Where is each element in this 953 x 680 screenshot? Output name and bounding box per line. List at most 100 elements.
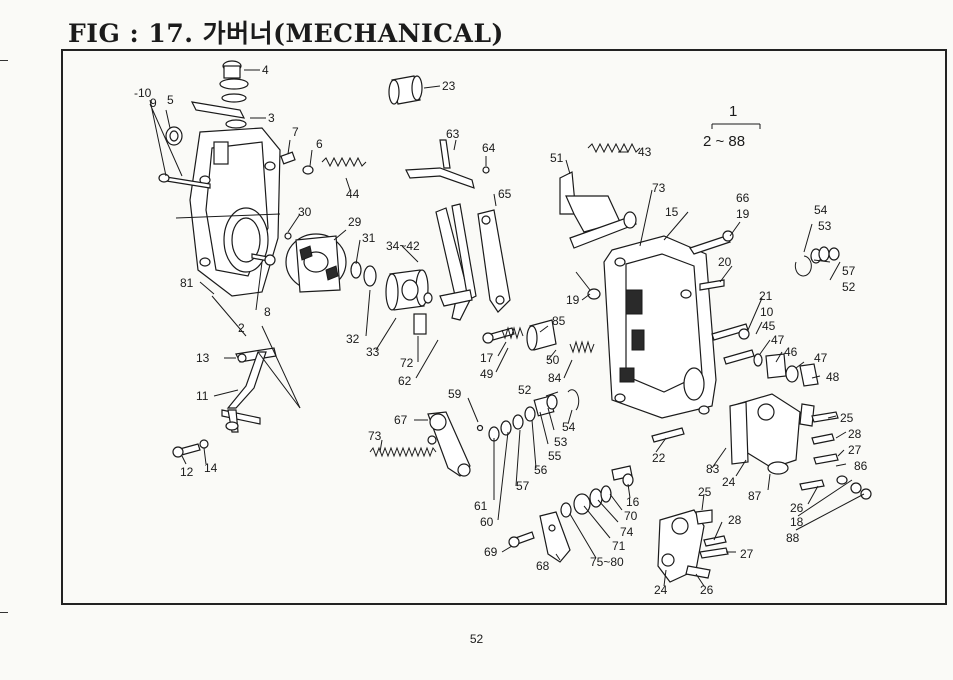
callout-label: 83	[706, 462, 720, 476]
callout-label: 50	[546, 353, 560, 367]
small-ring-set	[794, 246, 840, 277]
callout-label: 64	[482, 141, 496, 155]
callout-label: 19	[566, 293, 580, 307]
callout-label: 59	[448, 387, 462, 401]
callout-label: 51	[550, 151, 564, 165]
callout-label: 48	[826, 370, 840, 384]
callout-label: 85	[552, 314, 566, 328]
callout-label: 55	[548, 449, 562, 463]
diagram-frame	[61, 49, 947, 605]
callout-label: 49	[480, 367, 494, 381]
bracket-87-group	[611, 393, 872, 500]
callout-label: 25	[840, 411, 854, 425]
callout-label: 81	[180, 276, 194, 290]
stop-lever-group	[508, 485, 612, 563]
callout-label: 53	[818, 219, 832, 233]
callout-label: 72	[400, 356, 414, 370]
callout-label: 22	[652, 451, 666, 465]
callout-label: 26	[700, 583, 714, 597]
callout-label: -10	[134, 86, 152, 100]
callout-label: 68	[536, 559, 550, 573]
callout-label: 17	[480, 351, 494, 365]
control-lever-67	[369, 411, 471, 477]
callout-label: 3	[268, 111, 275, 125]
callout-label: 43	[638, 145, 652, 159]
callout-label: 28	[728, 513, 742, 527]
callout-label: 24	[654, 583, 668, 597]
callout-label: 71	[612, 539, 626, 553]
callout-label: 44	[346, 187, 360, 201]
governor-housing-group	[158, 60, 367, 297]
callout-label: 20	[718, 255, 732, 269]
callout-label: 27	[848, 443, 862, 457]
fuel-lever-51	[559, 142, 641, 300]
callout-label: 53	[554, 435, 568, 449]
callout-label: 12	[180, 465, 194, 479]
callout-label: 19	[736, 207, 750, 221]
callout-label: 62	[398, 374, 412, 388]
callout-label: 16	[626, 495, 640, 509]
callout-label: 52	[518, 383, 532, 397]
callout-label: 28	[848, 427, 862, 441]
collar-23	[388, 75, 423, 105]
callout-label: 45	[762, 319, 776, 333]
callout-label: 33	[366, 345, 380, 359]
washer-stack	[476, 389, 580, 442]
callout-label: 9	[150, 96, 157, 110]
callout-label: 65	[498, 187, 512, 201]
callout-label: 14	[204, 461, 218, 475]
callout-label: 57	[842, 264, 856, 278]
callout-label: 54	[562, 420, 576, 434]
callout-label: 84	[548, 371, 562, 385]
callout-label: 32	[346, 332, 360, 346]
callout-label: 2	[238, 321, 245, 335]
callout-label: 74	[620, 525, 634, 539]
callout-label: 15	[665, 205, 679, 219]
assembly-note-top: 1	[729, 103, 737, 120]
binding-mark	[0, 612, 8, 613]
callout-label: 87	[748, 489, 762, 503]
bracket-24-group	[657, 509, 729, 583]
callout-label: 13	[196, 351, 210, 365]
callout-label: 21	[759, 289, 773, 303]
callout-label: 24	[722, 475, 736, 489]
callout-label: 75~80	[590, 555, 624, 569]
callout-label: 70	[624, 509, 638, 523]
callout-label: 18	[790, 515, 804, 529]
callout-label: 73	[368, 429, 382, 443]
leader-lines	[149, 69, 865, 587]
figure-title: FIG : 17. 가버너(MECHANICAL)	[68, 19, 504, 48]
callout-label: 23	[442, 79, 456, 93]
callout-label: 10	[760, 305, 774, 319]
callout-label: 52	[842, 280, 856, 294]
lever-group	[405, 139, 524, 344]
callout-label: 6	[316, 137, 323, 151]
callout-label: 60	[480, 515, 494, 529]
callout-label: 25	[698, 485, 712, 499]
callout-label: 34~42	[386, 239, 420, 253]
callout-label: 11	[196, 389, 209, 403]
callout-label: 47	[771, 333, 785, 347]
binding-mark	[0, 60, 8, 61]
callout-label: 47	[814, 351, 828, 365]
callout-label: 63	[446, 127, 460, 141]
callout-label: 27	[740, 547, 754, 561]
callout-label: 57	[516, 479, 530, 493]
callout-label: 67	[394, 413, 408, 427]
callout-labels: -10 9 5 4 23 3 7 6 44 63 64 51 43 73 66 …	[134, 63, 868, 597]
callout-label: 31	[362, 231, 376, 245]
linkage-11-13	[172, 347, 301, 458]
callout-label: 86	[854, 459, 868, 473]
callout-label: 66	[736, 191, 750, 205]
callout-label: 69	[484, 545, 498, 559]
callout-label: 29	[348, 215, 362, 229]
assembly-note-range: 2 ~ 88	[703, 133, 745, 150]
callout-label: 4	[262, 63, 269, 77]
callout-label: 54	[814, 203, 828, 217]
callout-label: 30	[298, 205, 312, 219]
callout-label: 5	[167, 93, 174, 107]
callout-label: 88	[786, 531, 800, 545]
page-number: 52	[469, 632, 484, 646]
governor-cover-15	[603, 230, 819, 419]
